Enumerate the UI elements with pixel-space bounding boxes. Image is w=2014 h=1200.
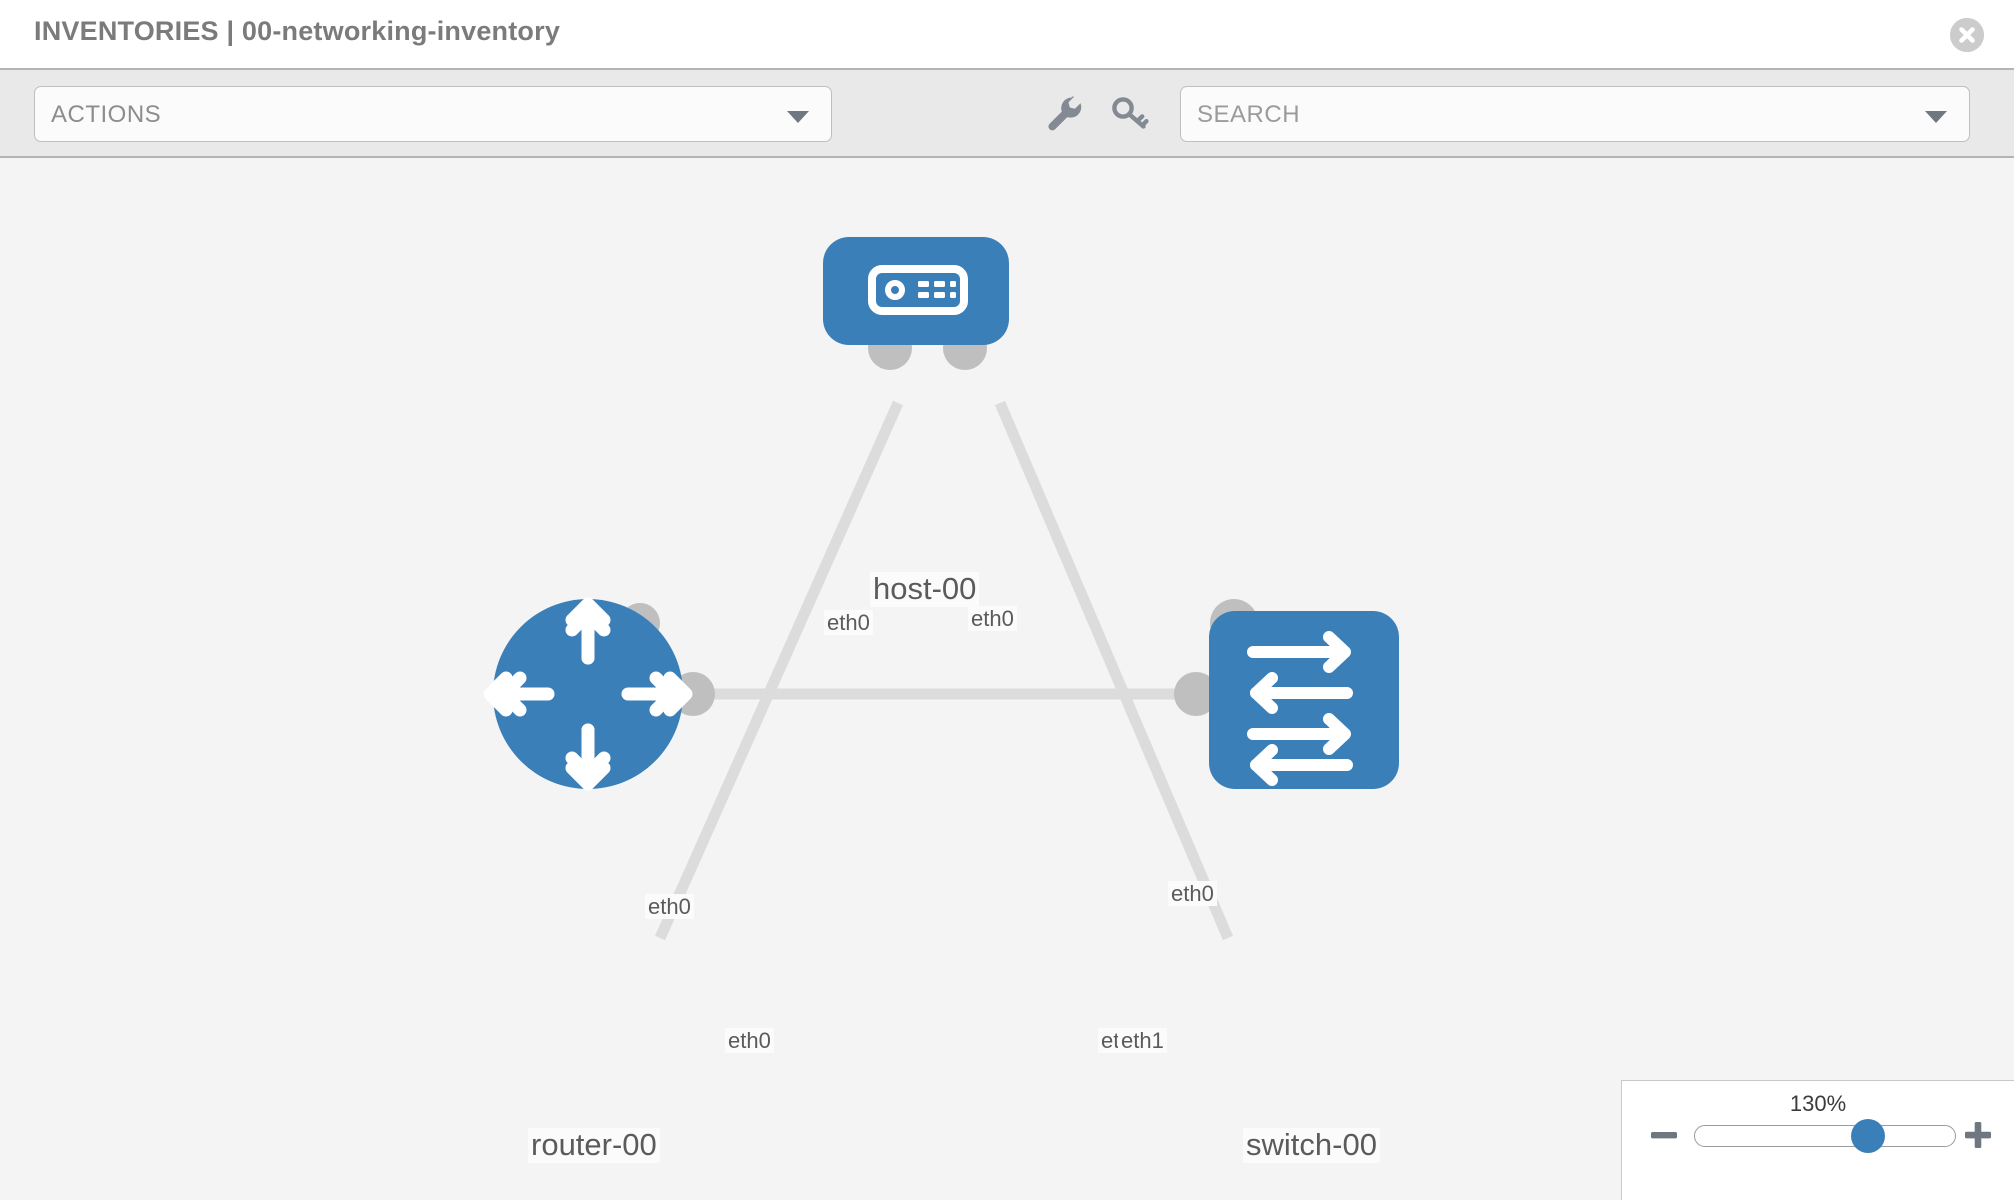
server-icon — [868, 265, 968, 315]
port-label-host00-right: eth0 — [968, 606, 1017, 632]
search-placeholder: SEARCH — [1197, 101, 1301, 128]
topology-connectors — [620, 326, 1258, 716]
port-label-switch00-top: eth0 — [1168, 881, 1217, 907]
actions-dropdown[interactable]: ACTIONS — [34, 86, 832, 142]
zoom-slider-thumb[interactable] — [1851, 1119, 1885, 1153]
search-input[interactable]: SEARCH — [1180, 86, 1970, 142]
node-router-00 — [483, 597, 693, 791]
toolbar: ACTIONS SEARCH — [0, 68, 2014, 158]
zoom-control-panel: 130% — [1621, 1080, 2014, 1200]
link-host00-switch00 — [994, 400, 1234, 941]
node-label-router-00[interactable]: router-00 — [528, 1128, 660, 1163]
page-header: INVENTORIES | 00-networking-inventory — [0, 0, 2014, 68]
topology-graph — [483, 237, 1399, 941]
chevron-down-icon[interactable] — [1925, 111, 1947, 123]
chevron-down-icon — [787, 111, 809, 123]
close-icon[interactable] — [1950, 18, 1984, 52]
topology-canvas[interactable]: host-00 router-00 switch-00 eth0 eth0 et… — [0, 158, 2014, 1200]
port-label-host00-left: eth0 — [824, 610, 873, 636]
connector-switch00-left — [1174, 672, 1218, 716]
zoom-slider-track[interactable] — [1694, 1125, 1956, 1147]
page-title: INVENTORIES | 00-networking-inventory — [34, 16, 561, 46]
actions-dropdown-label: ACTIONS — [51, 101, 162, 128]
minus-icon[interactable] — [1646, 1117, 1682, 1153]
port-label-router00-top: eth0 — [645, 894, 694, 920]
zoom-level-value: 130% — [1789, 1091, 1847, 1116]
topology-links — [654, 400, 1234, 941]
key-icon[interactable] — [1106, 90, 1152, 136]
link-host00-router00 — [654, 400, 904, 941]
wrench-icon[interactable] — [1040, 90, 1086, 136]
node-switch-00 — [1209, 611, 1399, 789]
node-host-00 — [823, 237, 1009, 345]
port-label-switch00-left-eth1: eth1 — [1118, 1028, 1167, 1054]
plus-icon[interactable] — [1960, 1117, 1996, 1153]
node-label-host-00[interactable]: host-00 — [870, 572, 980, 607]
port-label-router00-right: eth0 — [725, 1028, 774, 1054]
switch-arrows-icon — [1247, 631, 1353, 786]
node-label-switch-00[interactable]: switch-00 — [1243, 1128, 1380, 1163]
